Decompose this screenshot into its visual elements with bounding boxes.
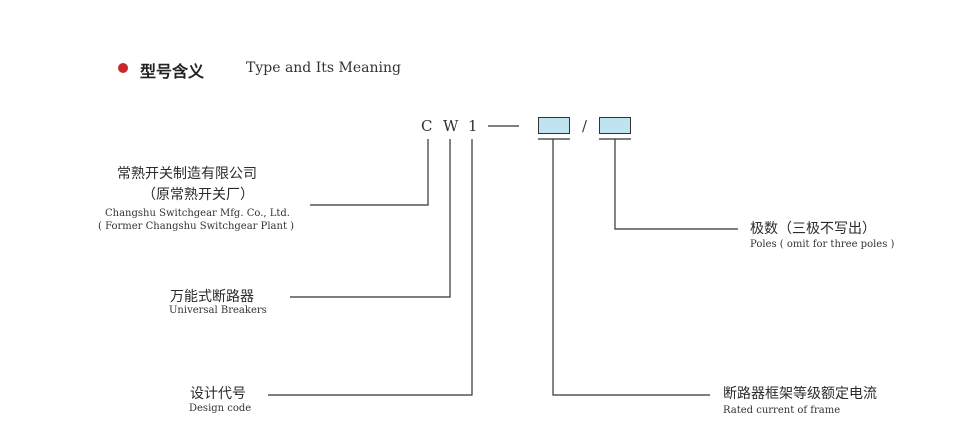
poles-cn: 极数（三极不写出） xyxy=(750,221,876,237)
design-en: Design code xyxy=(189,403,252,414)
section-title-en: Type and Its Meaning xyxy=(246,60,401,76)
manufacturer-cn-line1: 常熟开关制造有限公司 xyxy=(117,166,257,182)
poles-en: Poles ( omit for three poles ) xyxy=(750,239,895,250)
connector-poles xyxy=(614,139,738,230)
connector-manufacturer xyxy=(310,139,429,206)
product-en: Universal Breakers xyxy=(169,305,267,316)
section-title-cn: 型号含义 xyxy=(140,62,205,81)
code-letter-1: 1 xyxy=(468,117,478,135)
bullet-dot xyxy=(118,63,128,73)
manufacturer-en-line1: Changshu Switchgear Mfg. Co., Ltd. xyxy=(105,208,290,219)
rated-current-en: Rated current of frame xyxy=(723,405,841,416)
connector-product xyxy=(290,139,451,298)
manufacturer-en-line2: ( Former Changshu Switchgear Plant ) xyxy=(98,221,295,232)
code-letter-c: C xyxy=(421,117,433,135)
product-cn: 万能式断路器 xyxy=(170,289,254,305)
manufacturer-cn-line2: （原常熟开关厂） xyxy=(142,187,254,203)
design-cn: 设计代号 xyxy=(190,386,246,402)
code-box-poles xyxy=(599,117,631,134)
rated-current-cn: 断路器框架等级额定电流 xyxy=(723,386,877,402)
connector-design xyxy=(268,139,473,396)
connector-rated-current xyxy=(552,139,710,396)
code-separator: / xyxy=(582,117,588,135)
code-box-rated-current xyxy=(538,117,570,134)
code-letter-w: W xyxy=(443,117,459,135)
